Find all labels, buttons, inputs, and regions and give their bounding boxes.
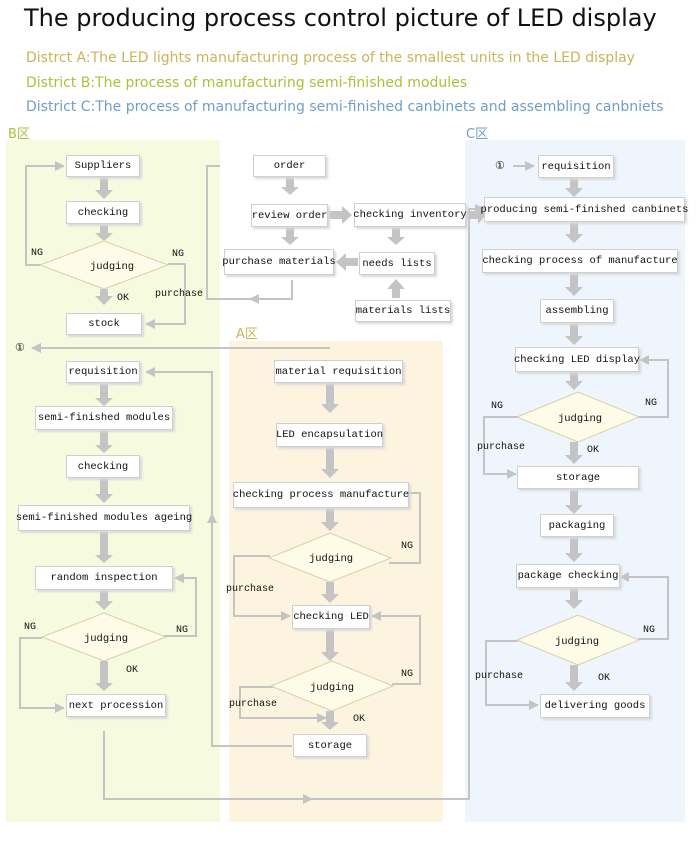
page-title: The producing process control picture of…: [24, 4, 657, 32]
b-judging1-text: judging: [89, 261, 135, 273]
thin-lines: [19, 161, 669, 804]
b-ng2-left-label: NG: [24, 622, 37, 633]
c-checking-display-box: checking LED display: [514, 347, 640, 372]
decision-diamonds: [38, 240, 641, 712]
a-material-requisition-box: material requisition: [274, 360, 403, 383]
district-a-description: Distrct A:The LED lights manufacturing p…: [26, 50, 635, 66]
b-semi-modules-box: semi-finished modules: [35, 406, 173, 430]
order-box: order: [253, 155, 326, 177]
line-next-bottom: [103, 731, 313, 804]
line-c-purchase2: [485, 640, 539, 710]
b-checking1-box: checking: [66, 201, 140, 224]
needs-lists-box: needs lists: [359, 252, 435, 275]
line-bottom-c: [312, 204, 485, 800]
c-delivering-box: delivering goods: [540, 694, 650, 718]
a-purchase2-label: purchase: [229, 699, 278, 710]
c-ok1-label: OK: [587, 445, 600, 456]
b-purchase1-label: purchase: [155, 289, 204, 300]
line-a-purchase1: [233, 555, 291, 621]
b-ng1-left-label: NG: [31, 248, 44, 259]
line-a-ng1: [389, 492, 421, 564]
line-ng-suppliers: [25, 161, 65, 266]
a-checking-led-box: checking LED: [292, 605, 370, 629]
zone-b-label: B区: [8, 127, 30, 142]
purchase-materials-box: purchase materials: [222, 249, 336, 275]
c-ng1-right-label: NG: [645, 398, 658, 409]
line-purchase-stock: [145, 263, 186, 329]
c-judging1-diamond: [515, 391, 641, 443]
line-ng-next: [19, 637, 65, 713]
line-storage-requisition: [145, 367, 292, 747]
b-next-procession-box: next procession: [66, 694, 166, 717]
b-stock-box: stock: [66, 313, 142, 335]
district-c-description: District C:The process of manufacturing …: [26, 99, 664, 115]
line-c-ng1: [638, 355, 669, 418]
a-ok-label: OK: [353, 714, 366, 725]
a-judging1-diamond: [267, 532, 393, 583]
c-purchase1-label: purchase: [477, 442, 526, 453]
b-ok2-label: OK: [126, 665, 139, 676]
arrow-review-inventory: [327, 206, 352, 224]
a-purchase1-label: purchase: [226, 584, 275, 595]
a-judging1-text: judging: [308, 553, 354, 565]
arrow-review-purchase: [281, 227, 299, 245]
arrow-inventory-needs: [387, 227, 405, 245]
materials-lists-box: materials lists: [355, 300, 451, 322]
line-suppliers-purchase: [206, 165, 293, 300]
a-checking-process-box: checking process manufacture: [233, 482, 409, 508]
line-ng-random: [163, 573, 197, 637]
district-b-description: District B:The process of manufacturing …: [26, 75, 468, 91]
checking-inventory-box: checking inventory: [353, 203, 467, 227]
a-storage-box: storage: [293, 734, 367, 757]
zone-a-label: A区: [236, 327, 258, 342]
c-ref1-label: ①: [495, 161, 505, 173]
arrow-needs-purchase: [336, 253, 358, 271]
b-judging2-diamond: [40, 612, 168, 662]
b-judging2-text: judging: [83, 633, 129, 645]
arrow-order-review: [281, 177, 299, 195]
zone-c-label: C区: [466, 127, 489, 142]
a-led-encapsulation-box: LED encapsulation: [276, 423, 383, 447]
b-checking2-box: checking: [66, 455, 140, 478]
b-ageing-box: semi-finished modules ageing: [16, 505, 192, 531]
a-judging2-diamond: [269, 660, 395, 712]
c-storage-box: storage: [517, 466, 639, 489]
b-ng2-right-label: NG: [176, 625, 189, 636]
line-a-ng2: [371, 611, 421, 685]
a-ng1-label: NG: [401, 541, 414, 552]
c-requisition-box: requisition: [538, 155, 614, 178]
line-a-purchase2: [239, 686, 327, 723]
c-judging2-text: judging: [554, 636, 600, 648]
b-ok1-label: OK: [117, 293, 130, 304]
c-ng2-label: NG: [643, 625, 656, 636]
c-packaging-box: packaging: [540, 514, 614, 537]
review-order-box: review order: [251, 204, 328, 227]
c-checking-process-box: checking process of manufacture: [482, 249, 678, 273]
b-requisition-box: requisition: [66, 361, 140, 383]
arrow-materials-needs: [387, 279, 405, 298]
c-judging1-text: judging: [557, 413, 603, 425]
b-suppliers-box: Suppliers: [66, 155, 140, 177]
line-c-ng2: [619, 572, 669, 640]
a-judging2-text: judging: [309, 682, 355, 694]
c-judging2-diamond: [515, 614, 641, 666]
line-c-purchase1: [483, 416, 518, 479]
c-package-checking-box: package checking: [516, 564, 620, 588]
b-judging1-diamond: [38, 240, 170, 290]
a-ng2-label: NG: [401, 669, 414, 680]
c-ng1-left-label: NG: [491, 401, 504, 412]
thick-arrows: [95, 177, 583, 730]
c-ok2-label: OK: [598, 673, 611, 684]
b-random-inspection-box: random inspection: [35, 566, 173, 590]
b-ng1-right-label: NG: [172, 249, 185, 260]
c-purchase2-label: purchase: [475, 671, 524, 682]
c-assembling-box: assembling: [540, 299, 614, 323]
c-producing-box: producing semi-finished canbinets: [481, 197, 688, 222]
b-ref1-label: ①: [15, 343, 25, 355]
